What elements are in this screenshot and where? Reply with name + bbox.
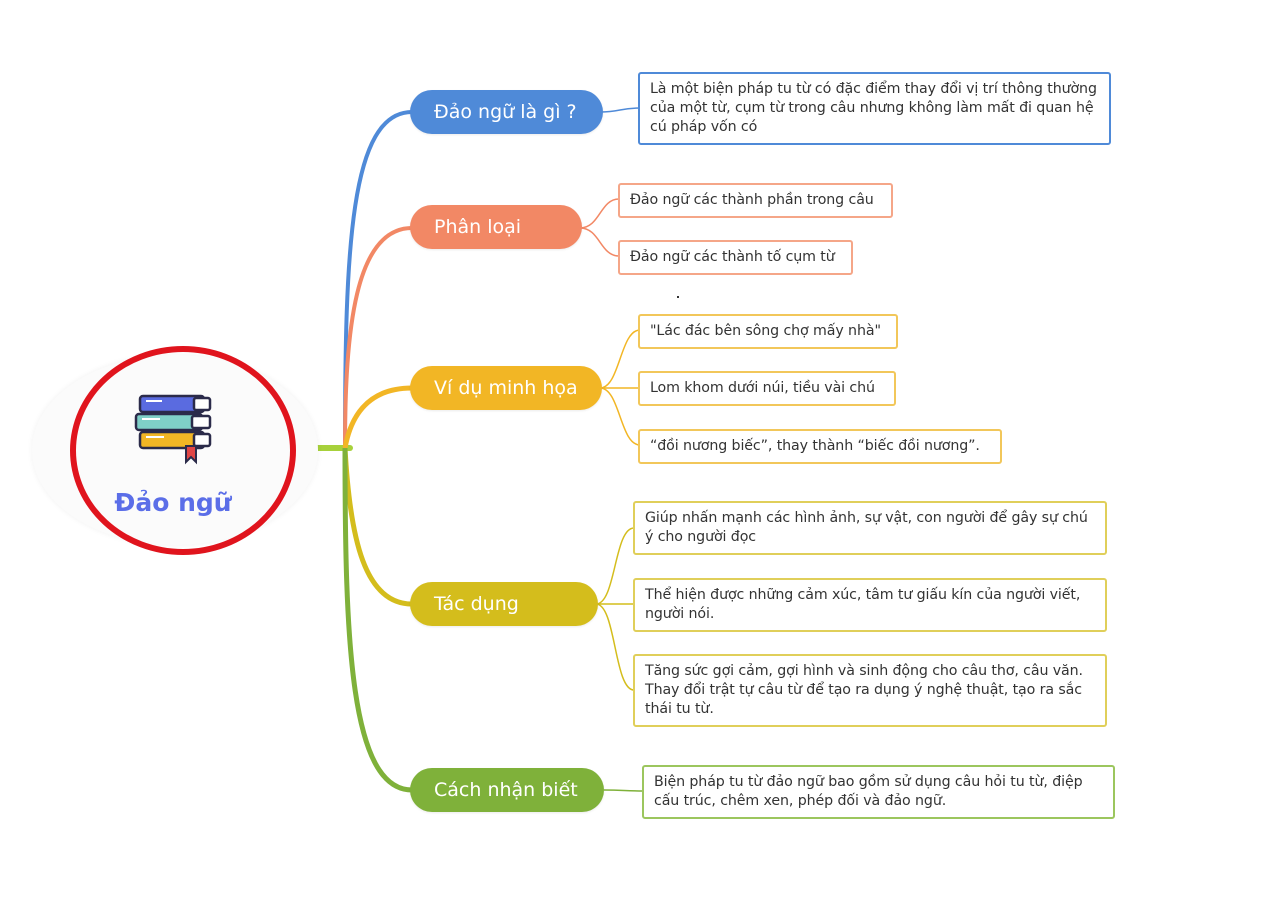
branch-label: Ví dụ minh họa <box>434 377 578 399</box>
stray-dot <box>677 296 679 298</box>
branch-recognition[interactable]: Cách nhận biết <box>410 768 604 812</box>
branch-definition[interactable]: Đảo ngữ là gì ? <box>410 90 603 134</box>
leaf-example-1[interactable]: "Lác đác bên sông chợ mấy nhà" <box>638 314 898 349</box>
branch-effects[interactable]: Tác dụng <box>410 582 598 626</box>
leaf-effect-2[interactable]: Thể hiện được những cảm xúc, tâm tư giấu… <box>633 578 1107 632</box>
books-icon <box>132 390 218 466</box>
leaf-recognition-text[interactable]: Biện pháp tu từ đảo ngữ bao gồm sử dụng … <box>642 765 1115 819</box>
branch-label: Cách nhận biết <box>434 779 578 801</box>
highlight-circle <box>70 346 296 555</box>
leaf-example-3[interactable]: “đồi nương biếc”, thay thành “biếc đồi n… <box>638 429 1002 464</box>
branch-examples[interactable]: Ví dụ minh họa <box>410 366 602 410</box>
leaf-effect-3[interactable]: Tăng sức gợi cảm, gợi hình và sinh động … <box>633 654 1107 727</box>
branch-label: Đảo ngữ là gì ? <box>434 101 577 123</box>
leaf-classification-2[interactable]: Đảo ngữ các thành tố cụm từ <box>618 240 853 275</box>
branch-label: Phân loại <box>434 216 522 238</box>
leaf-classification-1[interactable]: Đảo ngữ các thành phần trong câu <box>618 183 893 218</box>
leaf-effect-1[interactable]: Giúp nhấn mạnh các hình ảnh, sự vật, con… <box>633 501 1107 555</box>
leaf-definition-text[interactable]: Là một biện pháp tu từ có đặc điểm thay … <box>638 72 1111 145</box>
root-title: Đảo ngữ <box>114 488 232 517</box>
branch-classification[interactable]: Phân loại <box>410 205 582 249</box>
branch-label: Tác dụng <box>434 593 519 615</box>
leaf-example-2[interactable]: Lom khom dưới núi, tiều vài chú <box>638 371 896 406</box>
